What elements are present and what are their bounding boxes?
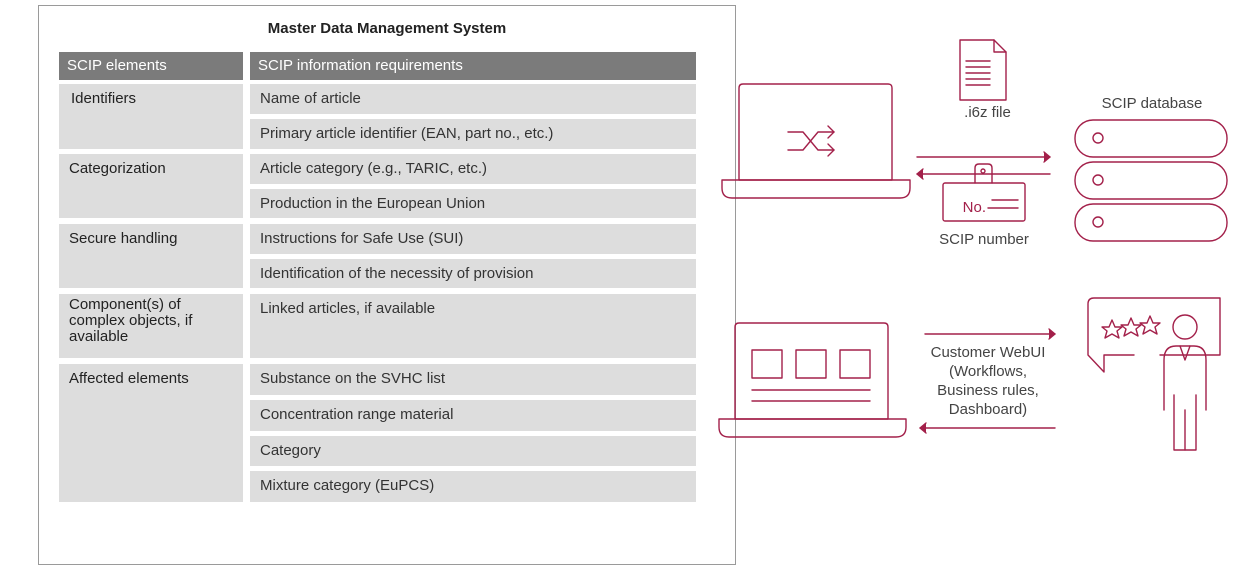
header-scip-elements: SCIP elements [59, 52, 243, 80]
element-categorization: Categorization [59, 154, 243, 218]
webui-line-2: (Workflows, [948, 363, 1028, 380]
req-primary-identifier: Primary article identifier (EAN, part no… [250, 119, 696, 149]
req-production-eu: Production in the European Union [250, 189, 696, 218]
scip-flow-diagram: No. [718, 39, 1228, 451]
customer-person-icon [1163, 314, 1207, 451]
element-identifiers: Identifiers [59, 84, 243, 149]
req-svhc-substance: Substance on the SVHC list [250, 364, 696, 395]
database-icon [1074, 119, 1228, 242]
shuffle-icon [787, 125, 835, 157]
webui-line-1: Customer WebUI [930, 344, 1046, 361]
req-mixture-category: Mixture category (EuPCS) [250, 471, 696, 502]
mdm-title: Master Data Management System [267, 20, 507, 37]
badge-no-text: No. [963, 199, 986, 216]
scip-number-label: SCIP number [939, 231, 1029, 248]
req-category: Category [250, 436, 696, 466]
header-scip-requirements: SCIP information requirements [250, 52, 696, 80]
webui-line-4: Dashboard) [948, 401, 1028, 418]
req-linked-articles: Linked articles, if available [250, 294, 696, 358]
webui-line-3: Business rules, [937, 382, 1039, 399]
req-necessity-provision: Identification of the necessity of provi… [250, 259, 696, 288]
database-label: SCIP database [1101, 95, 1203, 112]
req-safe-use: Instructions for Safe Use (SUI) [250, 224, 696, 254]
element-affected: Affected elements [59, 364, 243, 502]
laptop-dashboard-icon [718, 322, 907, 438]
laptop-icon [721, 83, 911, 199]
req-article-category: Article category (e.g., TARIC, etc.) [250, 154, 696, 184]
element-secure-handling: Secure handling [59, 224, 243, 288]
element-components: Component(s) of complex objects, if avai… [59, 294, 243, 358]
req-concentration-range: Concentration range material [250, 400, 696, 431]
file-icon [959, 39, 1007, 101]
id-badge-icon [942, 163, 1026, 222]
rating-bubble-icon [1087, 297, 1221, 373]
file-label: .i6z file [964, 104, 1011, 121]
req-name-of-article: Name of article [250, 84, 696, 114]
